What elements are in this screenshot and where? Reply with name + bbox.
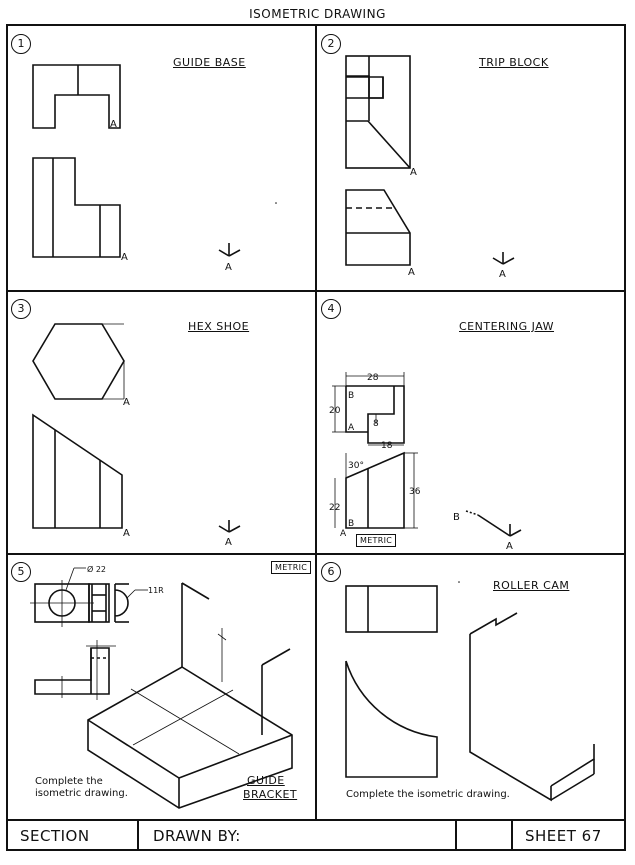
metric-badge-panel-5: METRIC — [271, 561, 312, 574]
panel-number-6: 6 — [321, 562, 341, 582]
panel-number-4: 4 — [321, 299, 341, 319]
panel-number-2: 2 — [321, 34, 341, 54]
trip-block-front-view — [345, 189, 411, 266]
label-a: A — [340, 529, 347, 539]
center-divider — [315, 24, 317, 820]
view-direction-arrow-icon — [218, 520, 241, 533]
view-direction-arrow-icon — [465, 510, 522, 537]
label-a: A — [499, 269, 506, 280]
row-divider-2 — [6, 553, 626, 555]
guide-bracket-front-view — [30, 567, 148, 627]
panel-title-centering-jaw: CENTERING JAW — [459, 320, 555, 333]
view-direction-arrow-icon — [492, 252, 515, 265]
dim-8: 8 — [373, 419, 379, 429]
dim-18: 18 — [381, 441, 393, 451]
label-a: A — [408, 267, 415, 278]
label-a: A — [506, 541, 513, 552]
dim-22: 22 — [329, 503, 340, 513]
label-b: B — [348, 391, 354, 401]
hex-shoe-top-view — [32, 323, 125, 400]
roller-cam-top-view — [345, 585, 438, 633]
dim-20: 20 — [329, 406, 341, 416]
section-field: SECTION — [20, 827, 90, 845]
guide-base-top-view — [32, 64, 121, 129]
dim-30-degrees: 30° — [348, 461, 364, 471]
guide-bracket-isometric-partial — [87, 582, 293, 809]
panel-title-guide-base: GUIDE BASE — [173, 56, 246, 69]
dim-28: 28 — [367, 373, 379, 383]
panel-title-guide-line1: GUIDE — [247, 774, 285, 787]
sheet-title: ISOMETRIC DRAWING — [249, 7, 386, 21]
panel-number-3: 3 — [11, 299, 31, 319]
instruction-panel-6: Complete the isometric drawing. — [346, 789, 510, 800]
sheet-number: SHEET 67 — [525, 827, 602, 845]
label-a: A — [123, 397, 130, 408]
title-block-divider-1 — [137, 820, 139, 851]
roller-cam-front-view — [345, 660, 438, 778]
drawn-by-field: DRAWN BY: — [153, 827, 241, 845]
panel-title-trip-block: TRIP BLOCK — [479, 56, 549, 69]
label-a: A — [110, 119, 117, 130]
dim-radius: 11R — [148, 586, 164, 595]
label-a: A — [410, 167, 417, 178]
label-a: A — [225, 262, 232, 273]
trip-block-top-view — [345, 55, 411, 169]
roller-cam-isometric-partial — [469, 612, 595, 802]
title-block-divider-3 — [511, 820, 513, 851]
centering-jaw-front-view — [345, 451, 405, 529]
label-a: A — [348, 423, 355, 433]
title-block-divider-2 — [455, 820, 457, 851]
dim-diameter: Ø 22 — [87, 564, 106, 574]
label-a: A — [225, 537, 232, 548]
panel-number-5: 5 — [11, 562, 31, 582]
row-divider-1 — [6, 290, 626, 292]
label-a: A — [123, 528, 130, 539]
metric-badge-panel-4: METRIC — [356, 534, 397, 547]
guide-base-front-view — [32, 157, 121, 258]
label-b: B — [348, 519, 354, 529]
dim-36: 36 — [409, 487, 421, 497]
panel-number-1: 1 — [11, 34, 31, 54]
instruction-panel-5: Complete the isometric drawing. — [35, 776, 128, 799]
label-a: A — [121, 252, 128, 263]
guide-bracket-side-view — [34, 640, 116, 700]
panel-title-guide-line2: BRACKET — [243, 788, 298, 801]
panel-title-roller-cam: ROLLER CAM — [493, 579, 570, 592]
panel-title-hex-shoe: HEX SHOE — [188, 320, 250, 333]
label-b: B — [453, 512, 460, 523]
hex-shoe-front-view — [32, 413, 123, 529]
title-block-divider — [6, 819, 626, 821]
centering-jaw-top-view — [345, 385, 405, 444]
centering-jaw-dimension-lines — [332, 372, 418, 529]
view-direction-arrow-icon — [218, 243, 241, 257]
